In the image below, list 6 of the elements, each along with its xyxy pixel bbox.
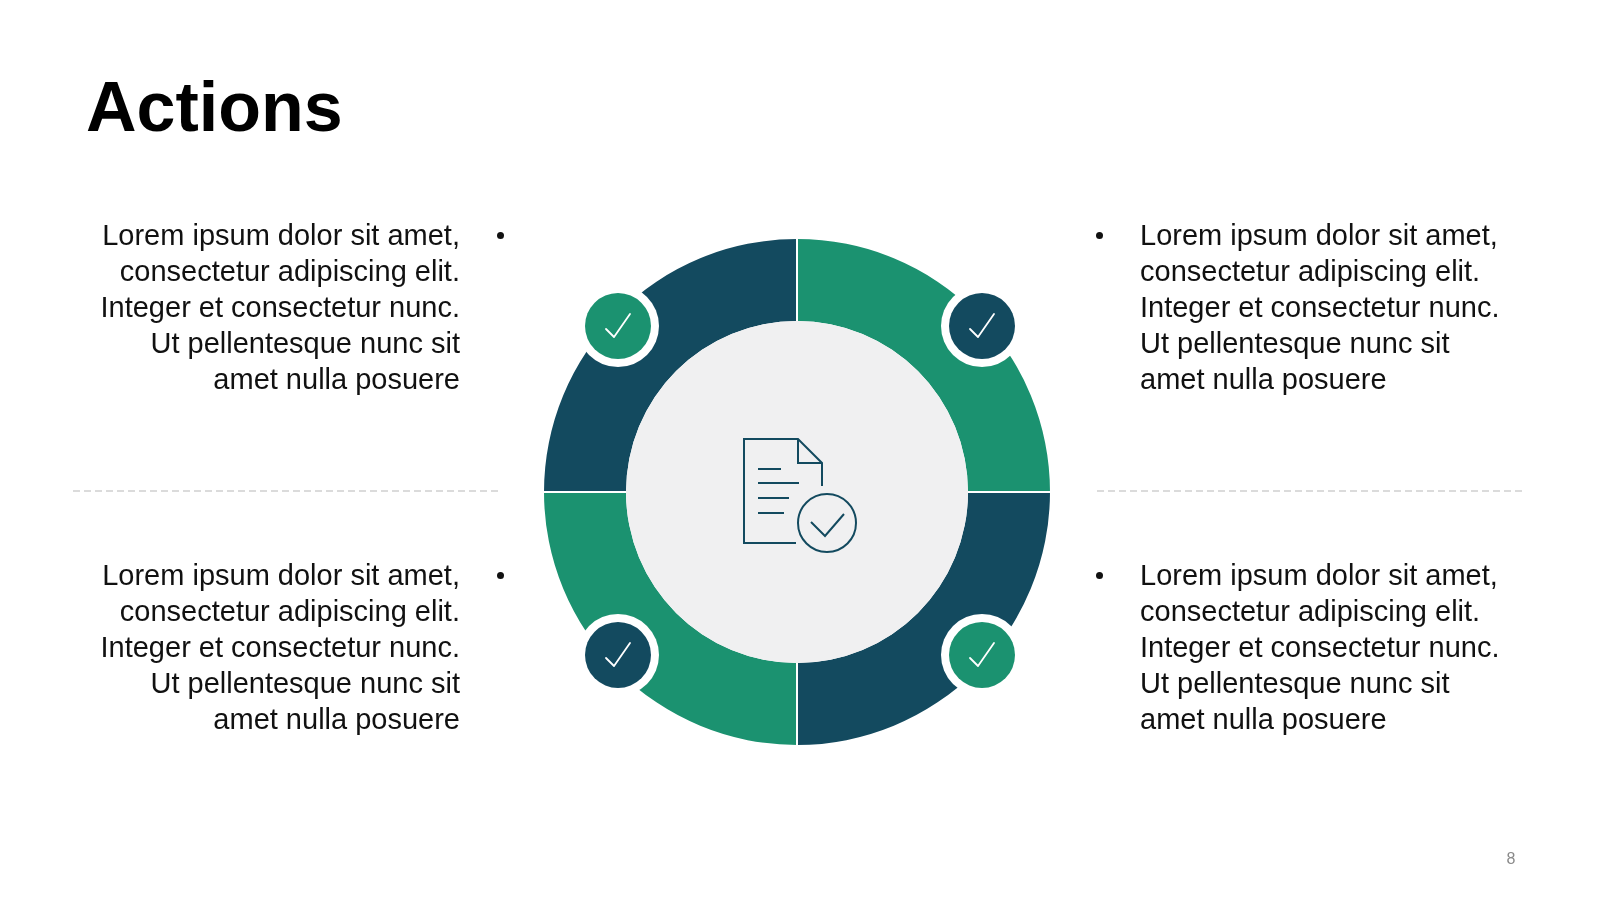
slide-title: Actions (86, 72, 343, 142)
paragraph: Lorem ipsum dolor sit amet, consectetur adipiscing elit. Integer et consectetur nunc. Ut pellentesque nunc sit amet nulla posuere (1140, 558, 1501, 737)
paragraph: Lorem ipsum dolor sit amet, consectetur adipiscing elit. Integer et consectetur nunc. Ut pellentesque nunc sit amet nulla posuere (99, 558, 460, 737)
page-number: 8 (1505, 850, 1517, 868)
paragraph: Lorem ipsum dolor sit amet, consectetur adipiscing elit. Integer et consectetur nunc. Ut pellentesque nunc sit amet nulla posuere (1140, 218, 1501, 397)
paragraph: Lorem ipsum dolor sit amet, consectetur adipiscing elit. Integer et consectetur nunc. Ut pellentesque nunc sit amet nulla posuere (99, 218, 460, 397)
